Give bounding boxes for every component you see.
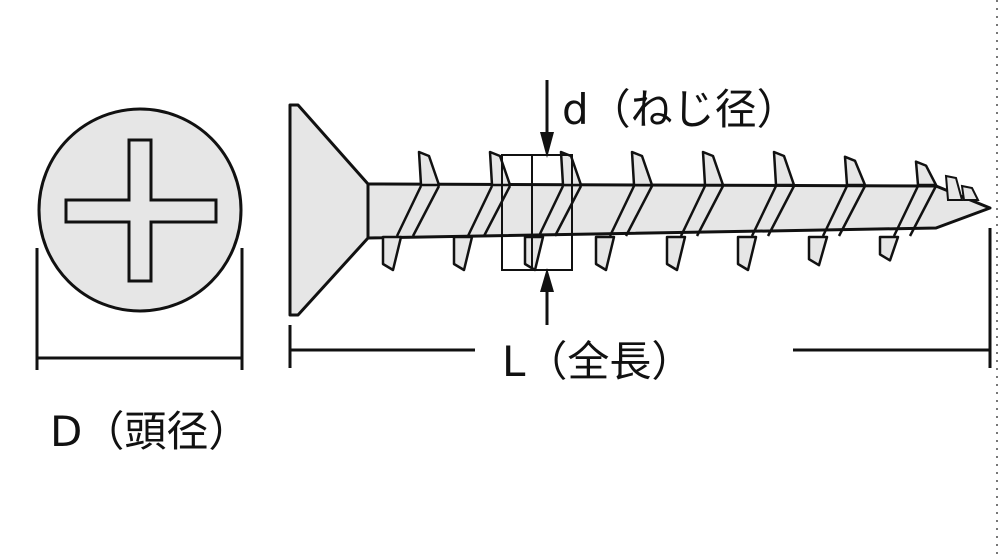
helix-line [695, 185, 725, 237]
thread-tip-crest [960, 184, 980, 201]
thread-diameter-label: d（ねじ径） [562, 85, 799, 134]
helix-line [679, 185, 707, 237]
thread-crest-lower [381, 235, 403, 272]
helix-line [466, 185, 494, 237]
helix-line [837, 185, 867, 237]
thread-diameter-box [501, 154, 573, 271]
helix-line [553, 185, 583, 237]
thread-crest-lower [452, 235, 474, 272]
thread-crest-lower [878, 235, 900, 262]
thread-crest-lower [807, 235, 829, 267]
screw-head-top-view [37, 107, 243, 313]
screw-head-side [288, 103, 370, 317]
helix-line [395, 185, 423, 237]
head-diameter-label: D（頭径） [50, 407, 250, 456]
helix-line [766, 185, 796, 237]
screw-threads [381, 150, 980, 272]
helix-line [624, 185, 654, 237]
thread-crest-upper [772, 150, 796, 187]
screw-side-view [288, 103, 992, 317]
helix-line [892, 185, 920, 237]
thread-crest-lower [736, 235, 758, 272]
thread-crest-upper [417, 150, 441, 187]
thread-crest-upper [843, 155, 867, 187]
helix-line [537, 185, 565, 237]
helix-line [482, 185, 512, 237]
head-diameter-dimension [35, 248, 244, 370]
thread-crest-lower [594, 235, 616, 272]
thread-tip-crest [944, 174, 964, 201]
thread-crest-lower [523, 235, 545, 272]
helix-line [750, 185, 778, 237]
thread-crest-upper [914, 160, 938, 187]
thread-crest-upper [701, 150, 725, 187]
thread-crest-upper [630, 150, 654, 187]
total-length-dimension [288, 228, 992, 368]
total-length-label: L（全長） [502, 337, 693, 386]
helix-line [608, 185, 636, 237]
helix-line [411, 185, 441, 237]
thread-helix-lines [395, 185, 938, 237]
thread-diameter-arrows [540, 80, 554, 325]
helix-line [908, 185, 938, 237]
thread-crest-lower [665, 235, 687, 272]
screw-shank [366, 182, 992, 240]
thread-crest-upper [488, 150, 512, 187]
phillips-cross-icon [64, 138, 218, 283]
helix-line [821, 185, 849, 237]
